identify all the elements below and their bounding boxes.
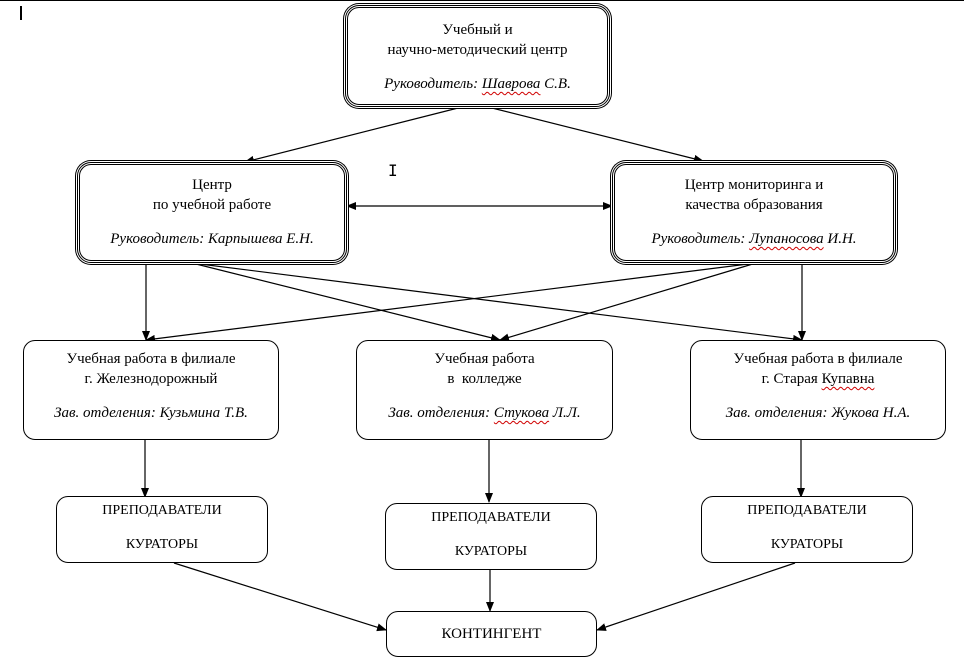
box-title-line1: Центр: [192, 177, 232, 193]
box-head: Зав. отделения: Стукова Л.Л.: [388, 405, 581, 421]
arrow-top-to-center-left: [244, 106, 463, 164]
box-title-line2: по учебной работе: [152, 197, 272, 213]
box-title-line1: Учебная работа: [434, 351, 535, 367]
staff-teachers-label: ПРЕПОДАВАТЕЛИ: [102, 503, 222, 518]
arrow-cr-to-branch-left: [145, 262, 757, 343]
box-staff-left: ПРЕПОДАВАТЕЛИ КУРАТОРЫ: [56, 496, 268, 563]
box-title-line1: Центр мониторинга и: [684, 177, 824, 193]
box-branch-college: Учебная работа в колледже Зав. отделения…: [356, 340, 613, 440]
box-title-line2: в колледже: [447, 371, 522, 387]
box-head: Руководитель: Шаврова С.В.: [384, 76, 571, 92]
box-contingent: КОНТИНГЕНТ: [386, 611, 597, 657]
text-cursor-icon: [20, 6, 22, 20]
page-top-border: [0, 0, 964, 1]
box-head: Зав. отделения: Кузьмина Т.В.: [54, 405, 248, 421]
ibeam-cursor-icon: I: [388, 161, 398, 180]
box-title-line1: Учебная работа в филиале: [66, 351, 236, 367]
box-monitoring-quality-center: Центр мониторинга и качества образования…: [612, 162, 896, 263]
box-head: Руководитель: Лупаносова И.Н.: [651, 231, 857, 247]
box-staff-middle: ПРЕПОДАВАТЕЛИ КУРАТОРЫ: [385, 503, 597, 570]
arrow-staff-left-to-contingent: [173, 562, 387, 632]
arrow-cl-to-branch-middle: [191, 262, 501, 342]
staff-curators-label: КУРАТОРЫ: [125, 537, 199, 552]
box-teaching-methodical-center: Учебный и научно-методический центр Руко…: [345, 5, 610, 107]
box-branch-staraya-kupavna: Учебная работа в филиале г. Старая Купав…: [690, 340, 946, 440]
staff-teachers-label: ПРЕПОДАВАТЕЛИ: [747, 503, 867, 518]
staff-curators-label: КУРАТОРЫ: [770, 537, 844, 552]
box-title-line2: качества образования: [685, 197, 823, 213]
arrow-cr-to-branch-middle: [499, 262, 757, 342]
box-title-line2: г. Старая Купавна: [761, 371, 875, 387]
box-staff-right: ПРЕПОДАВАТЕЛИ КУРАТОРЫ: [701, 496, 913, 563]
box-branch-zheleznodorozhny: Учебная работа в филиале г. Железнодорож…: [23, 340, 279, 440]
arrow-cl-to-branch-right: [191, 262, 803, 343]
box-title-line2: г. Железнодорожный: [84, 371, 218, 387]
box-title-line1: Учебная работа в филиале: [733, 351, 903, 367]
box-head: Зав. отделения: Жукова Н.А.: [725, 405, 911, 421]
box-title-line1: Учебный и: [442, 22, 513, 38]
box-head: Руководитель: Карпышева Е.Н.: [110, 231, 314, 247]
staff-teachers-label: ПРЕПОДАВАТЕЛИ: [431, 510, 551, 525]
contingent-label: КОНТИНГЕНТ: [441, 626, 542, 642]
staff-curators-label: КУРАТОРЫ: [454, 544, 528, 559]
arrow-staff-right-to-contingent: [596, 562, 796, 631]
box-teaching-work-center: Центр по учебной работе Руководитель: Ка…: [77, 162, 347, 263]
box-title-line2: научно-методический центр: [387, 42, 568, 58]
arrow-top-to-center-right: [487, 106, 704, 163]
